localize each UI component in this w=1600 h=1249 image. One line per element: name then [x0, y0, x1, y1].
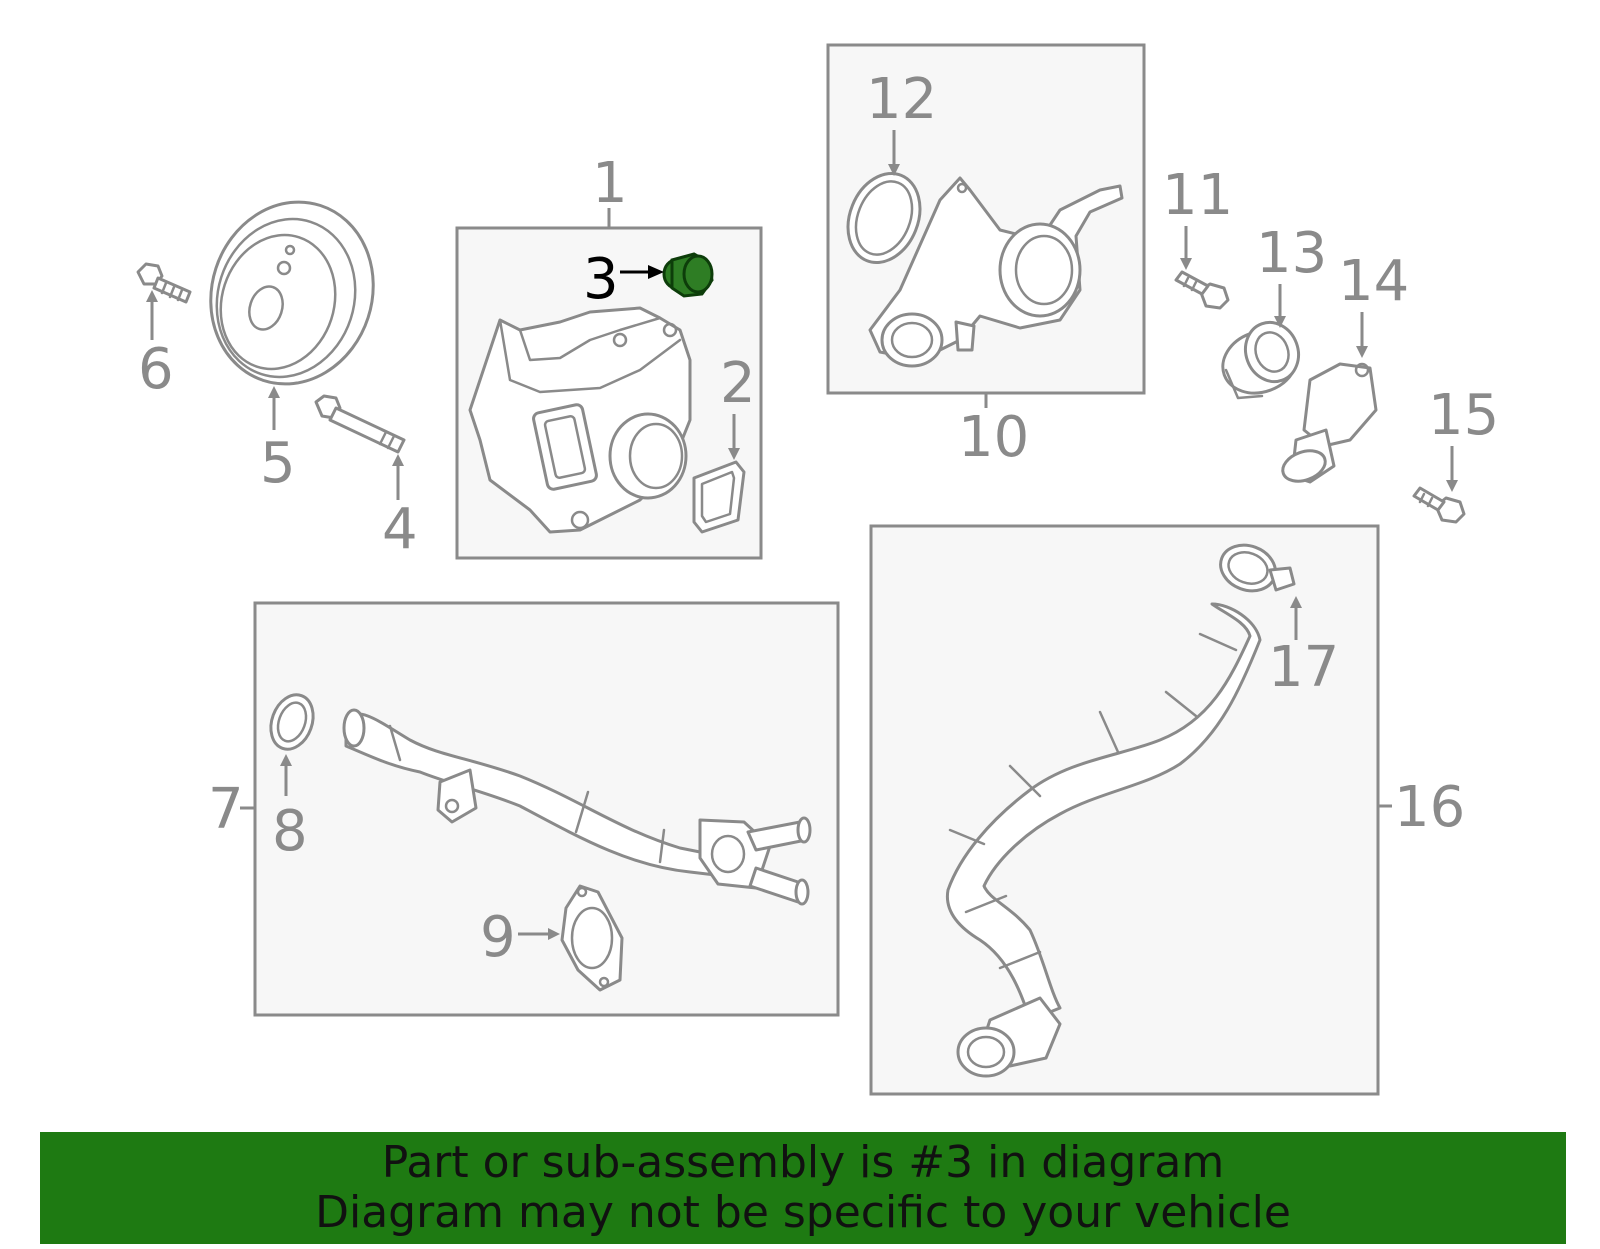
callout-10: 10	[958, 405, 1029, 470]
bolt-part-4[interactable]	[314, 394, 406, 454]
o-ring-part-8[interactable]	[264, 689, 321, 755]
pulley-part-5[interactable]	[187, 181, 396, 405]
plug-part-3-highlighted[interactable]	[662, 252, 714, 298]
hose-clamp-part-17[interactable]	[1214, 538, 1296, 598]
gasket-part-2[interactable]	[692, 460, 746, 534]
bolt-part-6[interactable]	[136, 262, 192, 304]
callout-7: 7	[208, 777, 244, 842]
callout-12: 12	[866, 67, 937, 132]
callout-17: 17	[1268, 635, 1339, 700]
callout-9: 9	[480, 905, 516, 970]
o-ring-part-12[interactable]	[835, 163, 933, 274]
thermostat-part-13[interactable]	[1214, 315, 1307, 403]
hose-box	[869, 524, 1380, 1096]
callout-13: 13	[1256, 221, 1327, 286]
info-banner: Part or sub-assembly is #3 in diagram Di…	[40, 1132, 1566, 1244]
callout-4: 4	[382, 497, 418, 562]
water-pump-part-1[interactable]	[468, 306, 692, 534]
bolt-part-15[interactable]	[1412, 486, 1466, 524]
water-pipe-part-7[interactable]	[342, 708, 812, 906]
thermostat-housing-part-10[interactable]	[868, 176, 1124, 368]
callout-15: 15	[1428, 383, 1499, 448]
hose-part-16[interactable]	[945, 602, 1262, 1078]
callout-1: 1	[592, 151, 628, 216]
banner-line-1: Part or sub-assembly is #3 in diagram	[381, 1137, 1225, 1188]
callout-5: 5	[260, 431, 296, 496]
bolt-part-11[interactable]	[1174, 270, 1230, 310]
callout-11: 11	[1162, 163, 1233, 228]
callout-8: 8	[272, 799, 308, 864]
callout-14: 14	[1338, 249, 1409, 314]
callout-2: 2	[720, 351, 756, 416]
callout-6: 6	[138, 337, 174, 402]
callout-16: 16	[1394, 775, 1465, 840]
banner-line-2: Diagram may not be specific to your vehi…	[315, 1187, 1291, 1238]
thermostat-cover-part-14[interactable]	[1279, 362, 1378, 487]
callout-3: 3	[583, 247, 619, 312]
gasket-part-9[interactable]	[560, 884, 624, 992]
